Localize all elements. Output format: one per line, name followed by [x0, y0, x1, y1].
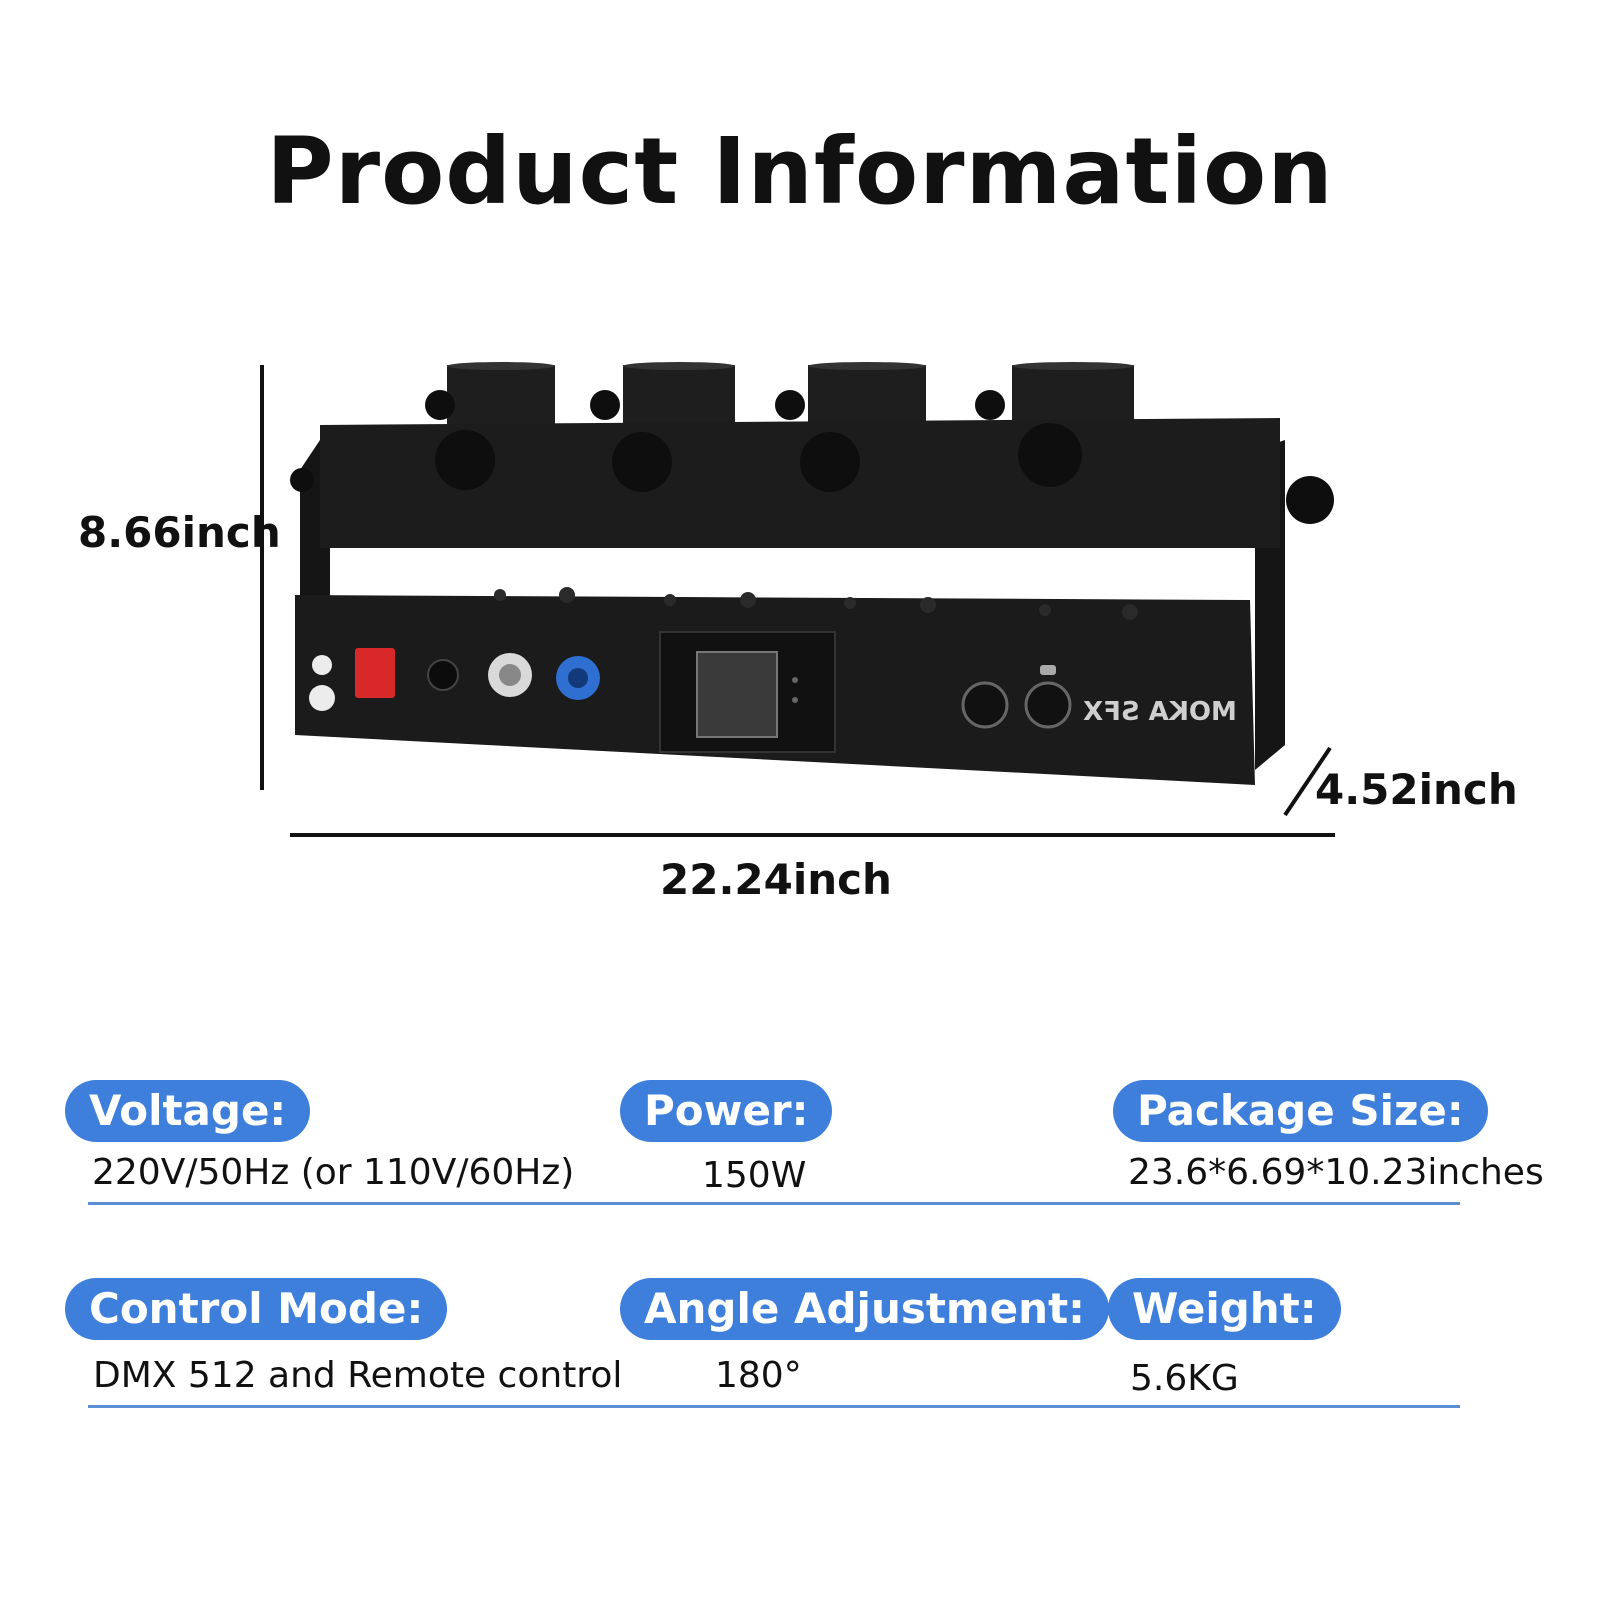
cylinder-1: [447, 365, 555, 433]
power-label: Power:: [620, 1080, 833, 1142]
knob-group: [290, 390, 1334, 524]
weight-value: 5.6KG: [1130, 1358, 1239, 1399]
dmx-in-connector-icon: [961, 681, 1009, 729]
side-knob-icon: [290, 468, 314, 492]
lcd-screen: [696, 651, 778, 738]
voltage-value: 220V/50Hz (or 110V/60Hz): [92, 1152, 575, 1193]
cylinder-2: [623, 365, 735, 433]
control-mode-value: DMX 512 and Remote control: [93, 1355, 623, 1396]
knob-icon: [1018, 423, 1082, 487]
height-label: 8.66inch: [78, 508, 281, 557]
knob-icon: [425, 390, 455, 420]
fuse-holder-icon: [427, 659, 459, 691]
knob-icon: [612, 432, 672, 492]
dmx-out-connector-icon: [1024, 681, 1072, 729]
indicator-icon: [312, 655, 332, 675]
row-divider: [88, 1202, 1460, 1205]
product-figure: MOKA SFX: [260, 362, 1335, 837]
knob-icon: [590, 390, 620, 420]
depth-dimension-line: [1283, 746, 1332, 817]
knob-icon: [775, 390, 805, 420]
weight-label: Weight:: [1108, 1278, 1341, 1340]
power-value: 150W: [702, 1155, 807, 1196]
package-size-label: Package Size:: [1113, 1080, 1488, 1142]
package-size-value: 23.6*6.69*10.23inches: [1128, 1152, 1544, 1193]
indicator-icon: [309, 685, 335, 711]
angle-adjustment-label: Angle Adjustment:: [620, 1278, 1109, 1340]
angle-adjustment-value: 180°: [715, 1355, 802, 1396]
knob-icon: [800, 432, 860, 492]
depth-label: 4.52inch: [1315, 765, 1518, 814]
side-knob-icon: [1286, 476, 1334, 524]
page-title: Product Information: [266, 118, 1334, 225]
brand-text: MOKA SFX: [1083, 697, 1237, 727]
width-label: 22.24inch: [660, 855, 892, 904]
power-switch: [355, 648, 395, 698]
knob-icon: [435, 430, 495, 490]
voltage-label: Voltage:: [65, 1080, 311, 1142]
knob-icon: [975, 390, 1005, 420]
row-divider: [88, 1405, 1460, 1408]
control-mode-label: Control Mode:: [65, 1278, 448, 1340]
